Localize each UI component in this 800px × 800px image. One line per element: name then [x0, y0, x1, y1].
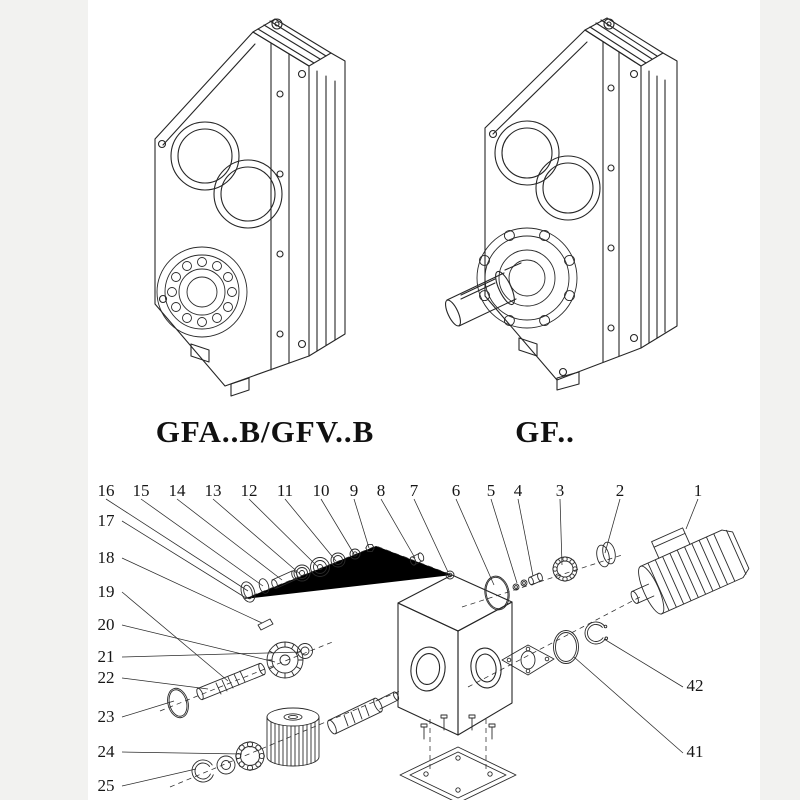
callout-18: 18: [97, 548, 115, 567]
callout-13: 13: [204, 481, 222, 500]
gearbox-gfab-line-art: [154, 18, 346, 397]
callout-20: 20: [97, 615, 115, 634]
gfab-output-bearing: [156, 246, 248, 338]
gearbox-drawing-gfab: [105, 4, 375, 404]
page-margin-right: [760, 0, 800, 800]
input-shaft-parts-cluster: [240, 543, 455, 631]
callout-21: 21: [97, 647, 115, 666]
model-label-gf: GF..: [515, 414, 575, 449]
gearbox-gf-line-art: [444, 17, 678, 391]
motor-side-parts: [484, 541, 616, 611]
callout-1: 1: [693, 481, 703, 500]
callout-22: 22: [97, 668, 115, 687]
page-margin-left: [0, 0, 88, 800]
callout-5: 5: [486, 481, 496, 500]
callout-leader-lines: [105, 498, 699, 787]
gfab-housing: [154, 18, 346, 397]
callout-19: 19: [97, 582, 115, 601]
callout-24: 24: [97, 742, 115, 761]
callout-12: 12: [240, 481, 258, 500]
output-gear-cluster: [191, 691, 400, 783]
callout-41: 41: [686, 742, 704, 761]
callout-15: 15: [132, 481, 150, 500]
electric-motor: [630, 527, 750, 615]
callout-17: 17: [97, 511, 115, 530]
exploded-view-line-art: [105, 498, 750, 800]
cover-and-rings: [501, 621, 609, 676]
gf-output-flange: [476, 227, 578, 329]
callout-9: 9: [349, 481, 359, 500]
callout-11: 11: [276, 481, 294, 500]
model-label-gfab: GFA..B/GFV..B: [155, 414, 375, 449]
gfab-bearing-bores: [170, 121, 283, 229]
gf-bearing-bores: [494, 120, 601, 221]
callout-16: 16: [97, 481, 115, 500]
callout-14: 14: [168, 481, 186, 500]
assembly-axes: [159, 545, 641, 788]
callout-42: 42: [686, 676, 704, 695]
callout-10: 10: [312, 481, 330, 500]
gf-output-shaft: [444, 262, 522, 327]
callout-25: 25: [97, 776, 115, 795]
callout-6: 6: [451, 481, 461, 500]
callout-23: 23: [97, 707, 115, 726]
intermediate-gear-cluster: [167, 641, 313, 719]
callout-3: 3: [555, 481, 565, 500]
callout-2: 2: [615, 481, 625, 500]
callout-4: 4: [513, 481, 523, 500]
gearbox-drawing-gf: [435, 8, 705, 393]
base-plate-and-bolts: [399, 714, 517, 800]
callout-7: 7: [409, 481, 419, 500]
gf-housing: [484, 17, 678, 391]
callout-8: 8: [376, 481, 386, 500]
gear-housing: [397, 574, 513, 736]
